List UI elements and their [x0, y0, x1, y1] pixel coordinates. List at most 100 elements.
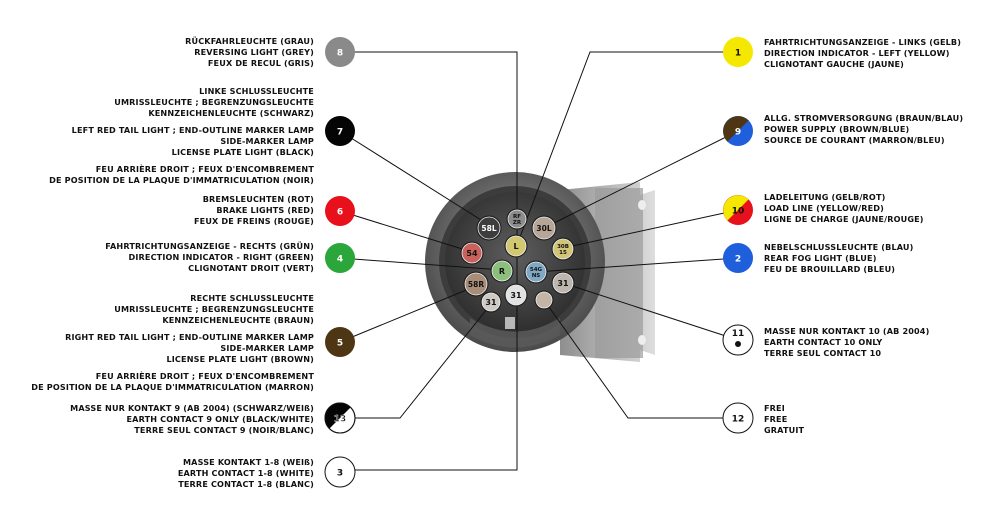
- pin-badge-number: 10: [732, 207, 745, 217]
- label-line: DE POSITION DE LA PLAQUE D'IMMATRICULATI…: [31, 382, 314, 392]
- label-line: RÜCKFAHRLEUCHTE (GRAU): [185, 36, 314, 46]
- socket-contact-R: R: [490, 259, 514, 283]
- socket-contact-label: 30L: [536, 224, 551, 233]
- pin-badge-2: 2: [723, 243, 753, 273]
- label-line: FREE: [764, 414, 788, 424]
- pin-badge-1: 1: [723, 37, 753, 67]
- pin-dot: [735, 341, 741, 347]
- pin-badge-3: 3: [324, 456, 356, 488]
- label-line: POWER SUPPLY (BROWN/BLUE): [764, 124, 910, 134]
- label-line: FEU DE BROUILLARD (BLEU): [764, 264, 896, 274]
- leader-line: [339, 257, 503, 271]
- socket-contact-58L: 58L: [476, 215, 502, 241]
- socket-contact-label: R: [499, 267, 505, 276]
- label-line: TERRE CONTACT 1-8 (BLANC): [178, 479, 314, 489]
- label-line: FEU ARRIÈRE DROIT ; FEUX D'ENCOMBREMENT: [95, 371, 314, 381]
- label-pin-4: FAHRTRICHTUNGSANZEIGE - RECHTS (GRÜN) DI…: [105, 241, 314, 274]
- pin-badge-number: 1: [735, 49, 741, 59]
- socket-contact-58R: 58R: [463, 271, 489, 297]
- socket-contact-blank: [534, 290, 554, 310]
- pin-badge-4: 4: [325, 243, 355, 273]
- pin-badge-number: 4: [337, 255, 343, 265]
- pin-badge-12: 12: [722, 402, 754, 434]
- leader-lines: [339, 51, 739, 471]
- label-line: CLIGNOTANT DROIT (VERT): [188, 263, 314, 273]
- label-pin-7: LINKE SCHLUSSLEUCHTE UMRISSLEUCHTE ; BEG…: [49, 86, 314, 186]
- label-line: LOAD LINE (YELLOW/RED): [764, 203, 884, 213]
- socket-contact-label: 31: [510, 291, 522, 300]
- label-line: LADELEITUNG (GELB/ROT): [764, 192, 886, 202]
- label-pin-6: BREMSLEUCHTEN (ROT) BRAKE LIGHTS (RED) F…: [194, 194, 314, 227]
- label-line: MASSE KONTAKT 1-8 (WEIß): [182, 457, 314, 467]
- label-pin-13: MASSE NUR KONTAKT 9 (AB 2004) (SCHWARZ/W…: [70, 403, 314, 436]
- label-pin-10: LADELEITUNG (GELB/ROT) LOAD LINE (YELLOW…: [764, 192, 924, 225]
- pin-badge-number: 9: [735, 128, 741, 138]
- socket-contact-label: 31: [557, 279, 569, 288]
- label-line: LINKE SCHLUSSLEUCHTE: [199, 86, 314, 96]
- label-line: FEU ARRIÈRE DROIT ; FEUX D'ENCOMBREMENT: [95, 164, 314, 174]
- pin-badge-number: 3: [337, 469, 343, 479]
- socket-contact-31: 31: [504, 283, 528, 307]
- label-line: DE POSITION DE LA PLAQUE D'IMMATRICULATI…: [49, 175, 314, 185]
- label-pin-9: ALLG. STROMVERSORGUNG (BRAUN/BLAU) POWER…: [764, 113, 963, 146]
- socket-contact-label: 30B: [557, 244, 569, 250]
- leader-line: [562, 209, 739, 249]
- pin-badge-number: 2: [735, 255, 741, 265]
- label-line: DIRECTION INDICATOR - LEFT (YELLOW): [764, 48, 950, 58]
- label-pin-11: MASSE NUR KONTAKT 10 (AB 2004) EARTH CON…: [764, 326, 929, 359]
- socket-contact-label: 54G: [530, 267, 543, 273]
- pin-badge-number: 13: [334, 415, 347, 425]
- label-line: ALLG. STROMVERSORGUNG (BRAUN/BLAU): [764, 113, 964, 123]
- socket-contact-L: L: [504, 234, 528, 258]
- leader-line: [535, 257, 739, 273]
- socket-contact-label: RF: [513, 214, 521, 220]
- label-pin-8: RÜCKFAHRLEUCHTE (GRAU) REVERSING LIGHT (…: [185, 36, 314, 69]
- socket-contact-label: L: [513, 242, 518, 251]
- label-line: KENNZEICHENLEUCHTE (BRAUN): [162, 315, 314, 325]
- label-line: CLIGNOTANT GAUCHE (JAUNE): [764, 59, 905, 69]
- pin-badge-number: 8: [337, 49, 343, 59]
- label-line: LICENSE PLATE LIGHT (BLACK): [171, 147, 314, 157]
- pin-badge-number: 12: [732, 415, 745, 425]
- socket-contact-54: 54: [460, 241, 484, 265]
- label-line: LIGNE DE CHARGE (JAUNE/ROUGE): [764, 214, 924, 224]
- leader-line: [543, 299, 738, 419]
- socket-contact-31: 31: [551, 271, 575, 295]
- socket-contact-label: ZR: [513, 220, 522, 226]
- label-line: FREI: [764, 403, 785, 413]
- pin-badge-6: 6: [325, 196, 355, 226]
- socket-contact-label: 58L: [481, 224, 496, 233]
- label-line: SOURCE DE COURANT (MARRON/BLEU): [764, 135, 945, 145]
- socket-contact-label: 15: [559, 250, 567, 256]
- label-line: SIDE-MARKER LAMP: [220, 136, 314, 146]
- pin-badge-number: 7: [337, 128, 343, 138]
- leader-line: [339, 130, 490, 226]
- label-line: BREMSLEUCHTEN (ROT): [202, 194, 314, 204]
- label-line: NEBELSCHLUSSLEUCHTE (BLAU): [764, 242, 914, 252]
- label-line: LICENSE PLATE LIGHT (BROWN): [166, 354, 314, 364]
- label-line: MASSE NUR KONTAKT 10 (AB 2004): [764, 326, 930, 336]
- socket-contact-label: NS: [532, 273, 541, 279]
- label-line: EARTH CONTACT 10 ONLY: [764, 337, 883, 347]
- label-line: GRATUIT: [764, 425, 805, 435]
- label-line: FEUX DE FREINS (ROUGE): [193, 216, 314, 226]
- pin-badge-13: 13: [324, 402, 356, 434]
- label-line: TERRE SEUL CONTACT 10: [764, 348, 882, 358]
- leader-line: [339, 285, 477, 343]
- label-line: LEFT RED TAIL LIGHT ; END-OUTLINE MARKER…: [71, 125, 314, 135]
- leader-line: [340, 51, 518, 471]
- pin-badge-11: 11: [722, 324, 754, 356]
- pin-badge-9: 9: [723, 116, 753, 146]
- pin-badge-number: 5: [337, 339, 343, 349]
- label-line: FAHRTRICHTUNGSANZEIGE - LINKS (GELB): [764, 37, 962, 47]
- pin-badge-8: 8: [325, 37, 355, 67]
- socket-contact-label: 31: [485, 298, 497, 307]
- label-line: RIGHT RED TAIL LIGHT ; END-OUTLINE MARKE…: [65, 332, 314, 342]
- pin-badge-7: 7: [325, 116, 355, 146]
- label-line: TERRE SEUL CONTACT 9 (NOIR/BLANC): [134, 425, 314, 435]
